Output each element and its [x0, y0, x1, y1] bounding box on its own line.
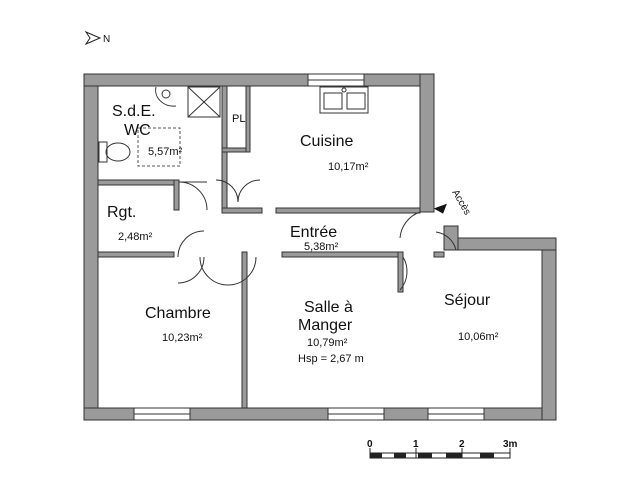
- entree-name: Entrée: [290, 224, 337, 241]
- salle-name-line2: Manger: [298, 317, 353, 334]
- sde-name: S.d.E.: [112, 103, 156, 120]
- access-label: Accès: [449, 188, 472, 217]
- shower-icon: [187, 86, 221, 118]
- salle-area: 10,79m²: [307, 337, 348, 349]
- rgt-area: 2,48m²: [118, 231, 153, 243]
- scale-tick-1: 1: [413, 439, 419, 450]
- sde-area-box: [137, 127, 181, 167]
- toilet-icon: [98, 141, 131, 163]
- ceiling-height: Hsp = 2,67 m: [298, 353, 364, 365]
- scale-bar: [369, 448, 511, 459]
- interior-walls: [97, 85, 445, 409]
- sejour-area: 10,06m²: [458, 331, 499, 343]
- compass-letter: N: [103, 34, 110, 45]
- sink-icon: [319, 86, 369, 114]
- north-arrow-icon: [84, 30, 102, 46]
- rgt-name: Rgt.: [107, 204, 136, 221]
- sejour-name: Séjour: [444, 292, 491, 309]
- chambre-name: Chambre: [145, 305, 211, 322]
- sde-area: 5,57m²: [148, 146, 183, 158]
- wc-name: WC: [124, 122, 151, 139]
- windows: [133, 73, 485, 421]
- access-arrow-icon: [433, 203, 447, 214]
- scale-tick-3: 3m: [503, 439, 518, 450]
- cuisine-name: Cuisine: [300, 133, 353, 150]
- scale-tick-0: 0: [367, 439, 373, 450]
- placard-label: PL: [232, 113, 245, 125]
- scale-tick-2: 2: [459, 439, 465, 450]
- entree-area: 5,38m²: [304, 241, 339, 253]
- salle-name-line1: Salle à: [304, 299, 353, 316]
- doors: [177, 179, 457, 291]
- washbasin-icon: [155, 86, 177, 107]
- chambre-area: 10,23m²: [162, 332, 203, 344]
- cuisine-area: 10,17m²: [328, 161, 369, 173]
